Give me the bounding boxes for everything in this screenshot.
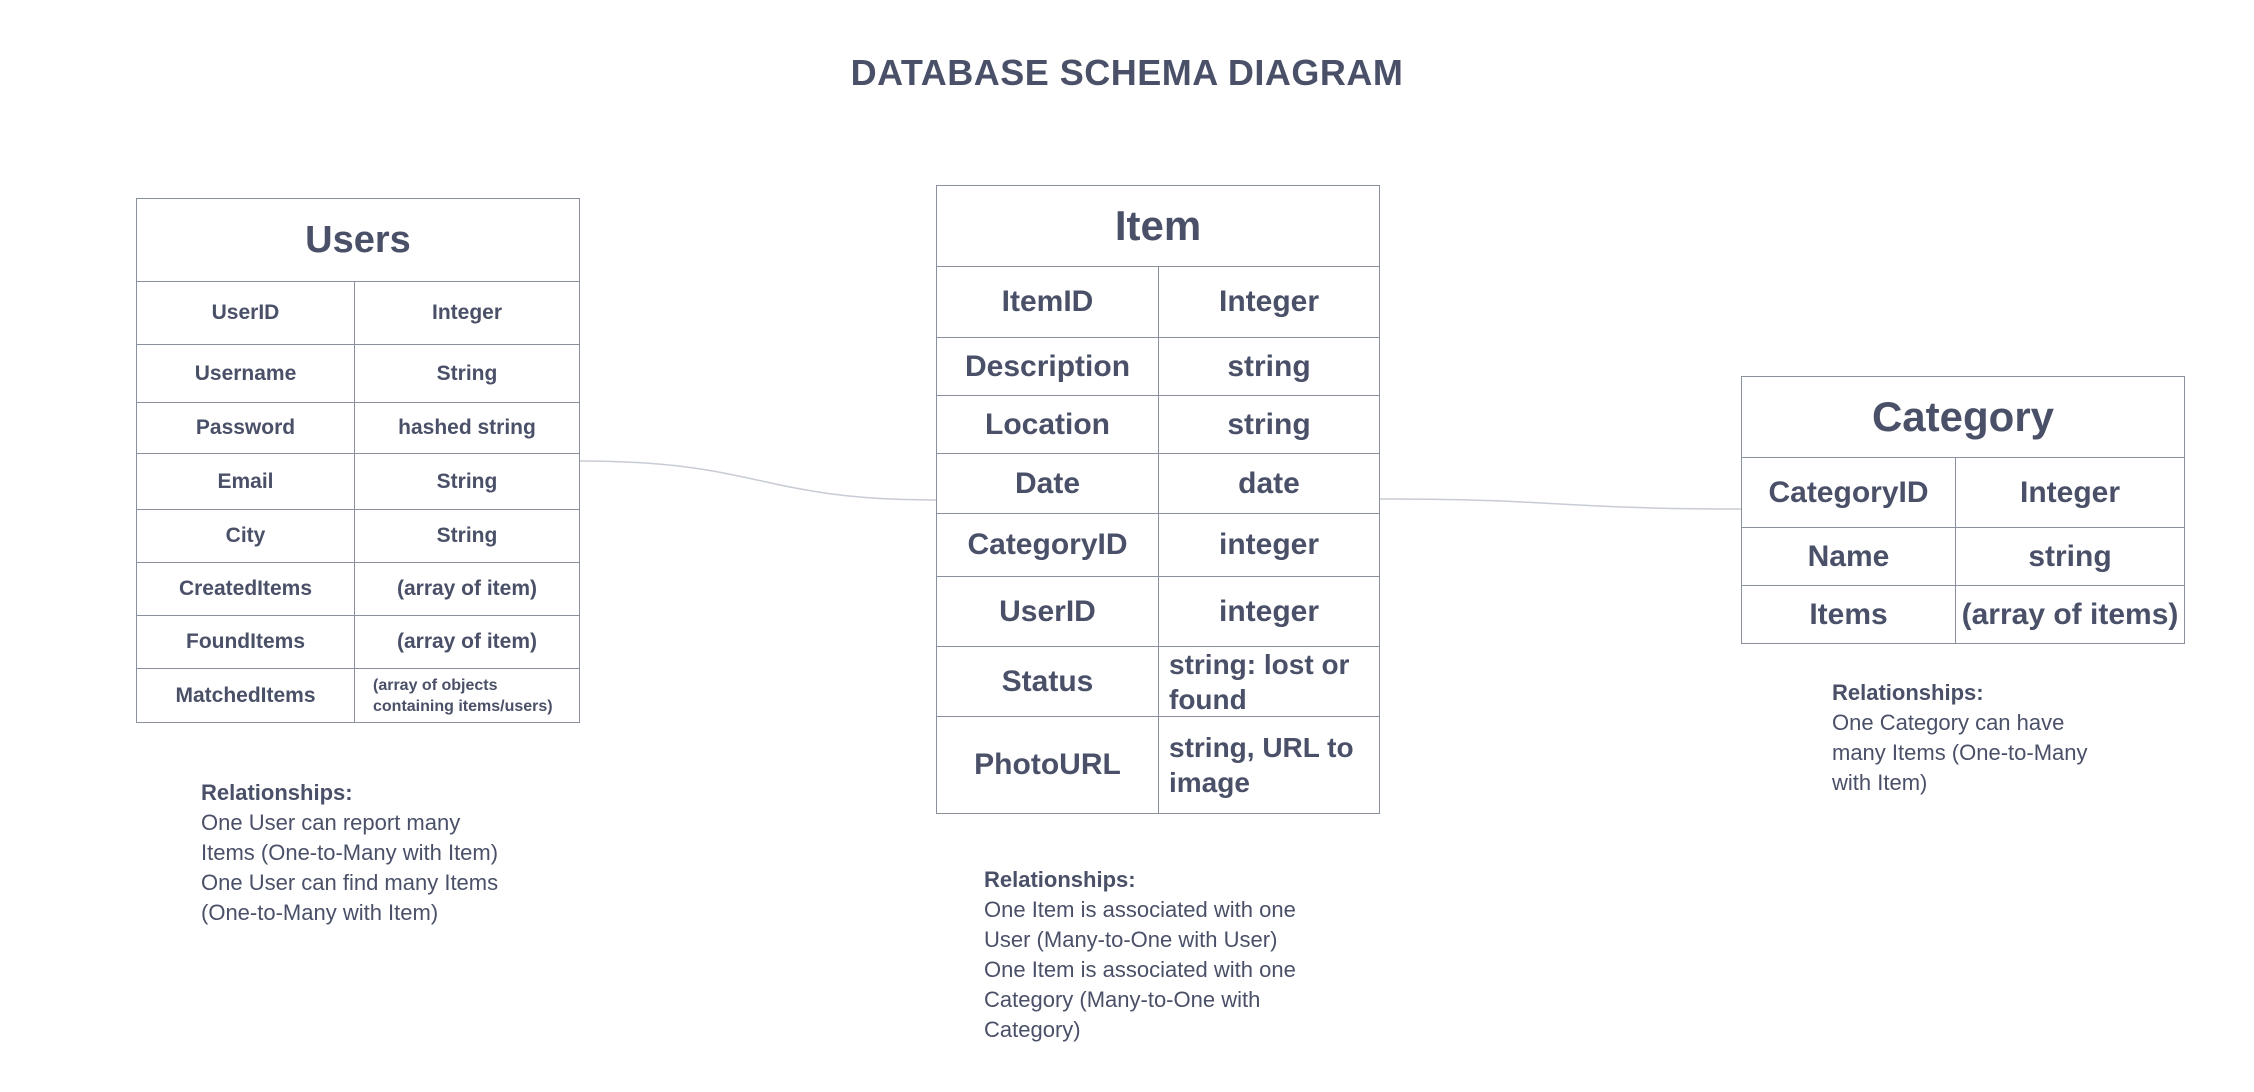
item-field-location: Location string xyxy=(937,396,1379,454)
field-name: CreatedItems xyxy=(137,563,355,615)
field-type: string xyxy=(1227,349,1311,383)
item-table: Item ItemID Integer Description string L… xyxy=(936,185,1380,814)
field-name: UserID xyxy=(937,577,1159,646)
item-field-status: Status string: lost or found xyxy=(937,647,1379,717)
field-type: (array of item) xyxy=(396,577,538,600)
relationship-text: One User can find many Items (One-to-Man… xyxy=(201,870,499,925)
relationships-title: Relationships: xyxy=(201,780,353,805)
relationships-title: Relationships: xyxy=(984,867,1136,892)
field-type: Integer xyxy=(2019,475,2121,509)
field-type: (array of objects containing items/users… xyxy=(373,676,553,715)
users-field-founditems: FoundItems (array of item) xyxy=(137,616,579,669)
relationship-text: One User can report many Items (One-to-M… xyxy=(201,810,499,865)
users-field-matcheditems: MatchedItems (array of objects containin… xyxy=(137,669,579,722)
relationship-text: One Item is associated with one User (Ma… xyxy=(984,897,1296,952)
field-type: date xyxy=(1238,466,1300,500)
field-name: Date xyxy=(937,454,1159,513)
field-type: string xyxy=(2028,539,2112,573)
category-field-name: Name string xyxy=(1742,528,2184,586)
item-relationships: Relationships: One Item is associated wi… xyxy=(984,865,1344,1045)
field-name: Description xyxy=(937,338,1159,395)
field-name: PhotoURL xyxy=(937,717,1159,813)
field-type: integer xyxy=(1218,528,1320,561)
field-type: string xyxy=(1227,407,1311,441)
category-table-header: Category xyxy=(1742,377,2184,458)
category-field-items: Items (array of items) xyxy=(1742,586,2184,643)
field-type: (array of item) xyxy=(396,630,538,653)
field-name: FoundItems xyxy=(137,616,355,668)
field-name: MatchedItems xyxy=(137,669,355,722)
item-field-categoryid: CategoryID integer xyxy=(937,514,1379,577)
users-relationships: Relationships: One User can report many … xyxy=(201,778,501,928)
field-type: hashed string xyxy=(398,416,536,439)
item-field-itemid: ItemID Integer xyxy=(937,267,1379,338)
category-field-categoryid: CategoryID Integer xyxy=(1742,458,2184,528)
field-type: String xyxy=(436,524,498,547)
field-name: Password xyxy=(137,403,355,453)
field-name: City xyxy=(137,510,355,562)
users-field-userid: UserID Integer xyxy=(137,282,579,345)
item-field-photourl: PhotoURL string, URL to image xyxy=(937,717,1379,813)
field-type: integer xyxy=(1218,594,1320,628)
users-field-createditems: CreatedItems (array of item) xyxy=(137,563,579,616)
field-type: (array of items) xyxy=(1961,597,2179,631)
category-relationships: Relationships: One Category can have man… xyxy=(1832,678,2092,798)
relationship-text: One Item is associated with one Category… xyxy=(984,957,1296,1042)
users-field-password: Password hashed string xyxy=(137,403,579,454)
category-table: Category CategoryID Integer Name string … xyxy=(1741,376,2185,644)
users-field-username: Username String xyxy=(137,345,579,403)
users-table: Users UserID Integer Username String Pas… xyxy=(136,198,580,723)
field-type: Integer xyxy=(1218,285,1320,318)
field-name: Status xyxy=(937,647,1159,716)
relationship-text: One Category can have many Items (One-to… xyxy=(1832,710,2088,795)
field-name: Name xyxy=(1742,528,1956,585)
field-type: String xyxy=(436,469,498,493)
field-name: UserID xyxy=(137,282,355,344)
field-type: Integer xyxy=(431,301,502,324)
field-name: Location xyxy=(937,396,1159,453)
diagram-title: DATABASE SCHEMA DIAGRAM xyxy=(850,52,1404,93)
users-item-connector xyxy=(579,460,937,501)
field-name: Username xyxy=(137,345,355,402)
item-field-userid: UserID integer xyxy=(937,577,1379,647)
users-table-header: Users xyxy=(137,199,579,282)
item-category-connector xyxy=(1379,498,1742,510)
field-name: Items xyxy=(1742,586,1956,643)
relationships-title: Relationships: xyxy=(1832,680,1984,705)
field-name: CategoryID xyxy=(1742,458,1956,527)
field-type: string, URL to image xyxy=(1169,732,1354,798)
item-field-description: Description string xyxy=(937,338,1379,396)
field-type: String xyxy=(436,361,498,385)
users-field-email: Email String xyxy=(137,454,579,510)
users-field-city: City String xyxy=(137,510,579,563)
field-name: CategoryID xyxy=(937,514,1159,576)
field-name: ItemID xyxy=(937,267,1159,337)
field-type: string: lost or found xyxy=(1169,648,1350,715)
item-table-header: Item xyxy=(937,186,1379,267)
item-field-date: Date date xyxy=(937,454,1379,514)
field-name: Email xyxy=(137,454,355,509)
